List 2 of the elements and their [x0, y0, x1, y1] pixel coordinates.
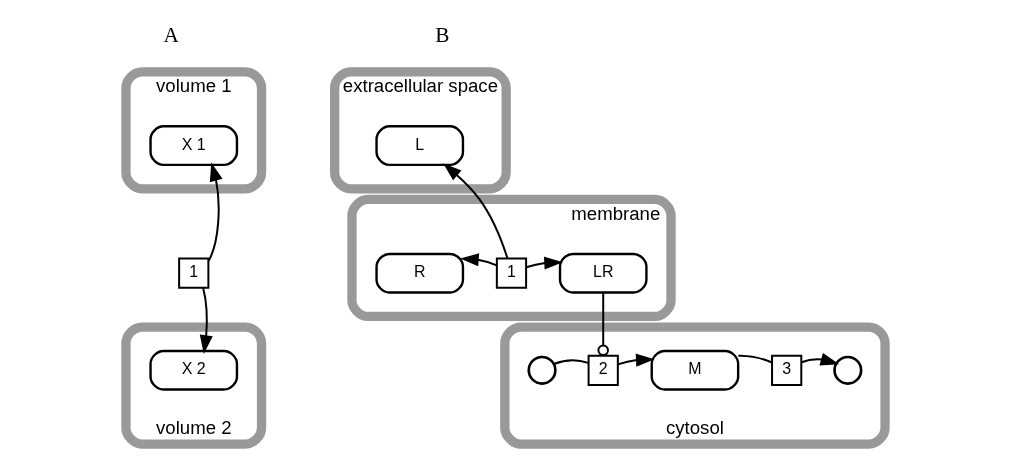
- label: A: [162, 23, 179, 48]
- label: B: [434, 23, 449, 48]
